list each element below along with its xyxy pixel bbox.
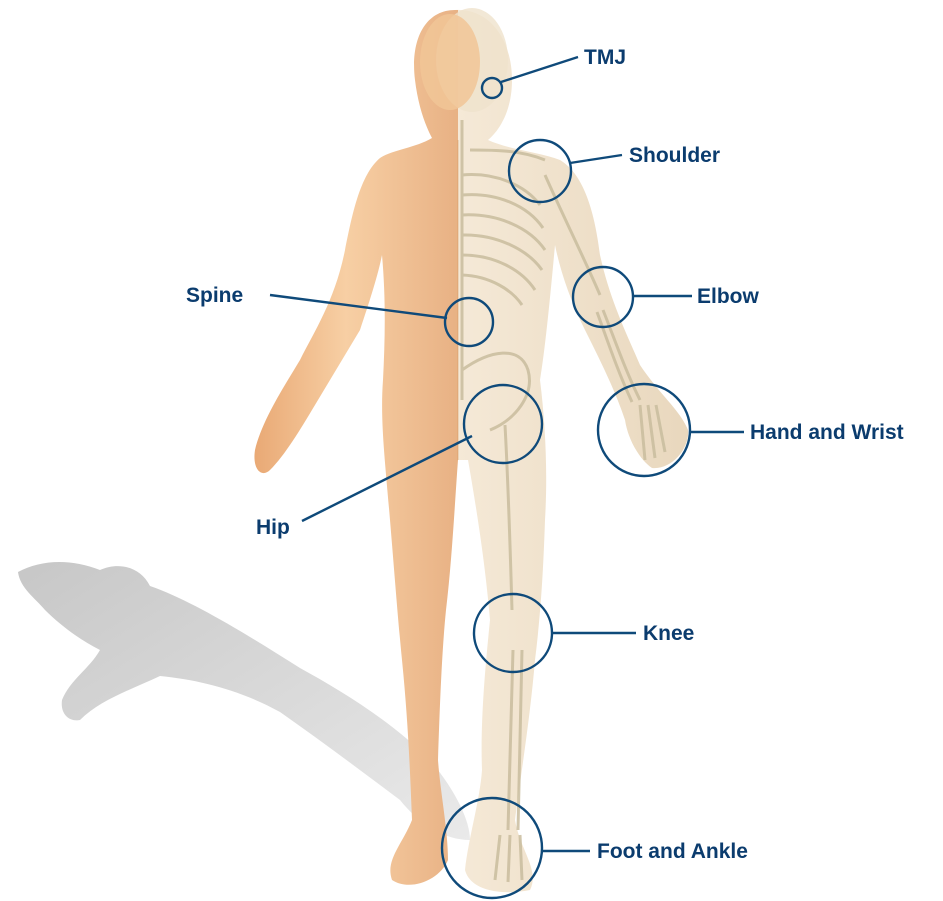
spine-label: Spine xyxy=(186,284,243,307)
hand-wrist-label: Hand and Wrist xyxy=(750,421,904,444)
elbow-label: Elbow xyxy=(697,285,759,308)
foot-ankle-label: Foot and Ankle xyxy=(597,840,748,863)
shoulder-leader-line xyxy=(570,155,622,163)
hip-label: Hip xyxy=(256,516,290,539)
knee-label: Knee xyxy=(643,622,694,645)
tmj-leader-line xyxy=(501,57,578,82)
human-figure xyxy=(254,8,688,892)
tmj-label: TMJ xyxy=(584,46,626,69)
shoulder-label: Shoulder xyxy=(629,144,720,167)
